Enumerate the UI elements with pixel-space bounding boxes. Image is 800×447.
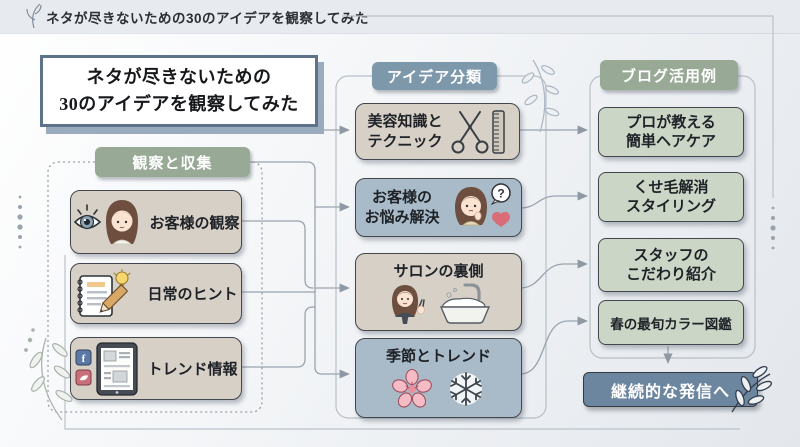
node-pro-haircare: プロが教える 簡単ヘアケア bbox=[598, 107, 744, 157]
node-season-trend: 季節とトレンド bbox=[355, 338, 522, 418]
svg-text:?: ? bbox=[497, 186, 504, 200]
footer-badge-label: 継続的な発信へ bbox=[610, 383, 730, 401]
node-staff-introduction: スタッフの こだわり紹介 bbox=[598, 238, 744, 292]
leaf-branch-bottom-icon bbox=[24, 328, 73, 421]
node-label: くせ毛解消 スタイリング bbox=[625, 178, 716, 216]
node-label: お客様の観察 bbox=[149, 214, 240, 232]
frame-lines bbox=[64, 15, 774, 430]
node-label: 美容知識と テクニック bbox=[367, 113, 443, 150]
eye-girl-icon bbox=[74, 200, 139, 245]
main-title-line1: ネタが尽きないための bbox=[86, 67, 272, 87]
footer-continuous-posting-badge: 継続的な発信へ bbox=[583, 372, 758, 407]
node-label: お客様の お悩み解決 bbox=[364, 189, 440, 226]
node-beauty-technique: 美容知識と テクニック bbox=[355, 103, 520, 160]
sakura-snowflake-icon bbox=[391, 368, 482, 408]
main-title-line2: 30のアイデアを観察してみた bbox=[59, 94, 299, 114]
social-media-tablet-icon: f bbox=[75, 341, 139, 396]
node-curly-hair-styling: くせ毛解消 スタイリング bbox=[598, 172, 744, 222]
node-customer-worry-solving: お客様の お悩み解決 ? bbox=[355, 178, 522, 237]
node-label: プロが教える 簡単ヘアケア bbox=[625, 113, 716, 151]
node-spring-color-guide: 春の最旬カラー図鑑 bbox=[598, 300, 744, 345]
topbar-leaf-icon bbox=[26, 3, 42, 29]
worried-customer-icon: ? bbox=[454, 182, 511, 227]
dot-decor-left bbox=[17, 195, 23, 249]
dot-decor-right bbox=[770, 206, 776, 250]
sakura-icon bbox=[391, 368, 432, 408]
svg-text:f: f bbox=[82, 353, 86, 365]
main-title-box: ネタが尽きないための 30のアイデアを観察してみた bbox=[40, 55, 318, 127]
node-label: 日常のヒント bbox=[147, 286, 238, 303]
node-trend-info: f トレンド情報 bbox=[70, 337, 242, 400]
node-label: 季節とトレンド bbox=[385, 348, 491, 365]
connector-lines bbox=[239, 120, 673, 379]
header-blog-usage: ブログ活用例 bbox=[600, 60, 738, 90]
header-observation-collection: 観察と収集 bbox=[95, 147, 250, 177]
leaf-branch-top-icon bbox=[521, 59, 560, 133]
header-idea-classification: アイデア分類 bbox=[372, 62, 497, 90]
node-customer-observation: お客様の観察 bbox=[70, 190, 242, 254]
node-label: 春の最旬カラー図鑑 bbox=[610, 316, 732, 332]
node-daily-hints: 日常のヒント bbox=[70, 263, 242, 324]
salon-backstage-icon bbox=[391, 283, 490, 324]
node-label: トレンド情報 bbox=[147, 361, 238, 378]
node-label: サロンの裏側 bbox=[393, 263, 484, 280]
node-label: スタッフの こだわり紹介 bbox=[625, 246, 716, 284]
snowflake-icon bbox=[449, 372, 482, 406]
scissors-comb-icon bbox=[451, 109, 505, 154]
node-salon-backstage: サロンの裏側 bbox=[355, 253, 522, 331]
footer-leaf-icon bbox=[731, 365, 773, 413]
notebook-idea-icon bbox=[77, 268, 131, 317]
top-title: ネタが尽きないための30のアイデアを観察してみた bbox=[46, 10, 369, 26]
